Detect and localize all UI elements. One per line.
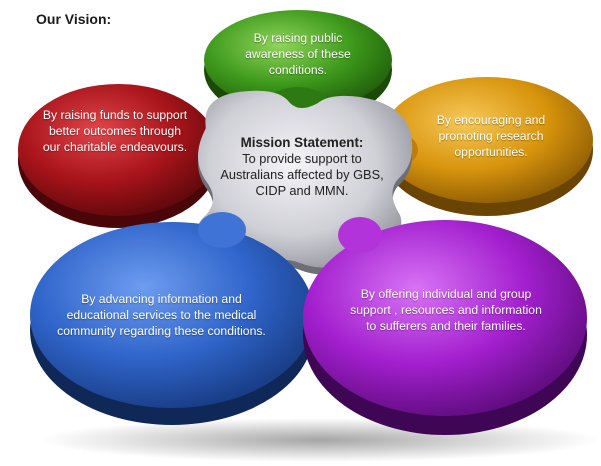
floor-shadow [40,418,600,462]
petal-blue [30,212,314,425]
mission-statement: Mission Statement: To provide support to… [212,135,392,199]
petal-purple [303,217,587,435]
petal-red-text: By raising funds to support better outco… [42,108,188,154]
vision-heading: Our Vision: [36,11,112,27]
mission-statement-body: To provide support to Australians affect… [220,151,384,198]
petal-green-text: By raising public awareness of these con… [245,31,351,77]
petal-red [18,84,218,228]
mission-statement-title: Mission Statement: [240,135,364,150]
petal-purple-text: By offering individual and group support… [350,287,542,333]
petal-blue-text: By advancing information and educational… [57,292,266,338]
petal-orange-text: By encouraging and promoting research op… [436,113,546,159]
